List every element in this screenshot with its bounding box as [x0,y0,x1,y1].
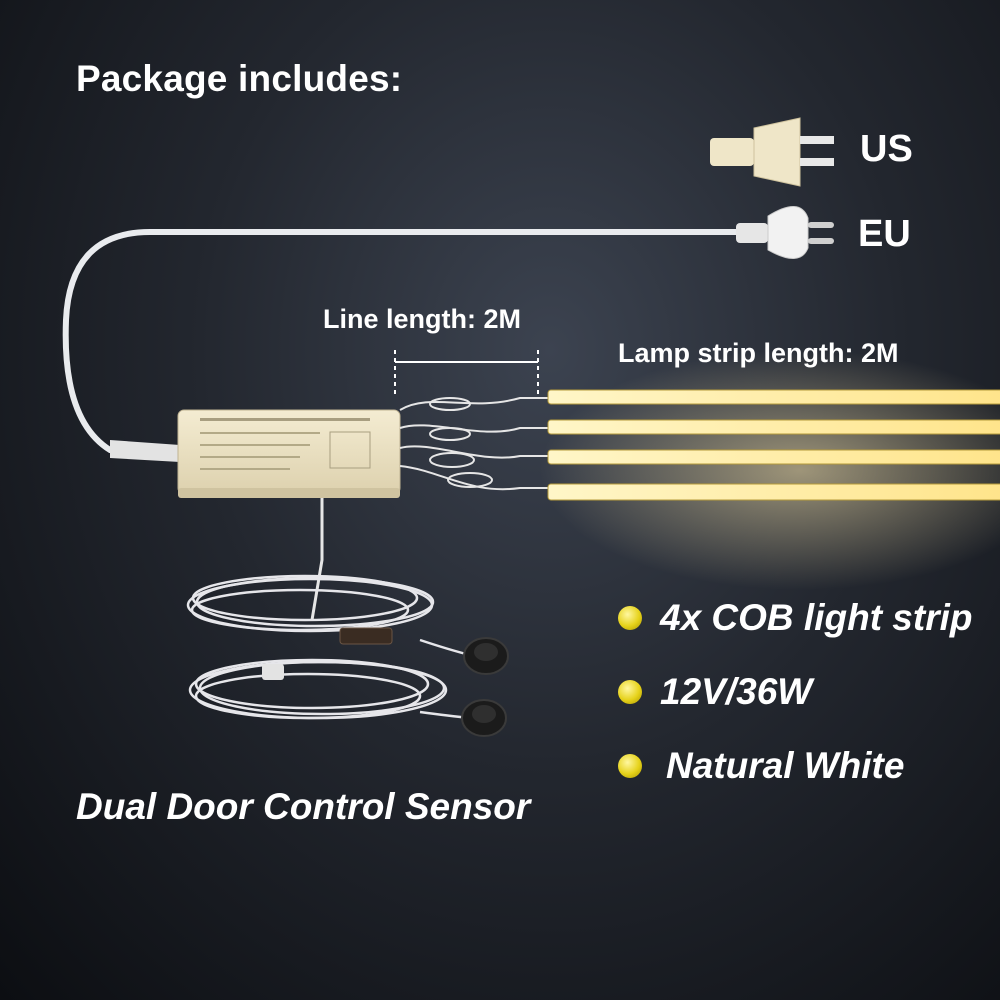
eu-plug-label: EU [858,213,911,255]
spec-item: 4x COB light strip [618,593,972,667]
sensor-connector [262,664,284,680]
light-strip-1 [547,389,1000,405]
spec-item-text: Natural White [666,745,905,786]
connector-wires [399,397,548,491]
spec-item: Natural White [618,741,972,815]
strip-glow [540,350,1000,590]
sensor-cable-coil-upper [186,574,435,633]
sensor-caption: Dual Door Control Sensor [76,786,531,827]
bullet-dot-icon [618,680,642,704]
light-strip-3 [547,449,1000,465]
spec-item: 12V/36W [618,667,972,741]
door-sensor-2 [461,699,507,737]
us-plug-label: US [860,128,913,170]
door-sensor-1 [463,637,509,675]
spec-item-text: 4x COB light strip [660,597,973,638]
strip-length-label: Lamp strip length: 2M [618,338,899,368]
line-length-bracket [394,350,539,395]
bullet-dot-icon [618,754,642,778]
sensor-lead [310,498,324,621]
spec-list: 4x COB light strip 12V/36W Natural White [618,593,972,815]
sensor-connector [339,627,393,645]
power-controller-box [110,409,401,498]
line-length-label: Line length: 2M [323,304,521,334]
light-strip-4 [547,483,1000,501]
us-plug-icon [710,117,834,187]
eu-plug-icon [736,206,834,259]
spec-item-text: 12V/36W [660,671,813,712]
package-heading: Package includes: [76,58,403,99]
bullet-dot-icon [618,606,642,630]
power-cable [62,229,743,455]
light-strip-2 [547,419,1000,435]
sensor-cable-coil-lower [188,658,448,720]
